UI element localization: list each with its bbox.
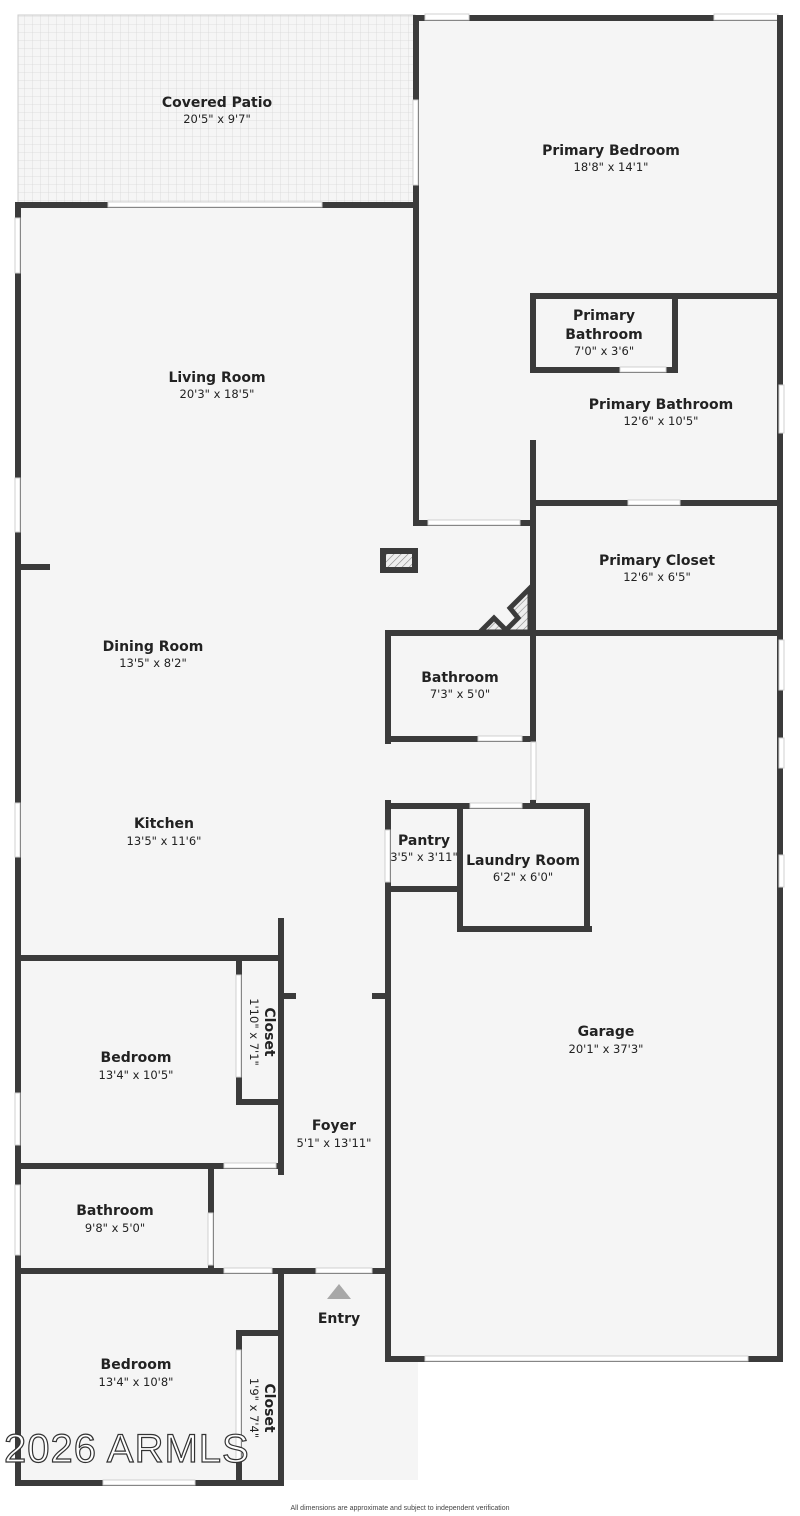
room-dims-bedroom-2: 13'4" x 10'8": [99, 1375, 174, 1389]
room-dims-primary-closet: 12'6" x 6'5": [623, 570, 691, 584]
walls: [14, 13, 785, 1486]
room-dims-bathroom-hall: 7'3" x 5'0": [430, 687, 490, 701]
room-dims-closet-2: 1'9" x 7'4": [247, 1378, 261, 1438]
room-name-primary-bathroom-small-1: Primary: [573, 308, 635, 324]
room-name-primary-bathroom: Primary Bathroom: [589, 397, 733, 413]
room-name-primary-bathroom-small-2: Bathroom: [565, 327, 643, 343]
room-name-garage: Garage: [578, 1024, 635, 1040]
room-name-kitchen: Kitchen: [134, 816, 194, 832]
room-name-foyer: Foyer: [312, 1118, 356, 1134]
floors: [17, 14, 780, 1482]
room-name-covered-patio: Covered Patio: [162, 95, 273, 111]
room-dims-covered-patio: 20'5" x 9'7": [183, 112, 251, 126]
patio-floor: [17, 14, 416, 206]
entry-label: Entry: [318, 1311, 360, 1327]
footer-note: All dimensions are approximate and subje…: [290, 1505, 509, 1512]
room-dims-primary-bathroom-small: 7'0" x 3'6": [574, 344, 634, 358]
watermark: 2026 ARMLS: [4, 1427, 250, 1471]
room-dims-bathroom-2: 9'8" x 5'0": [85, 1221, 145, 1235]
room-dims-primary-bedroom: 18'8" x 14'1": [574, 160, 649, 174]
entry-arrow-icon: [327, 1284, 351, 1299]
room-name-dining-room: Dining Room: [103, 639, 204, 655]
room-name-primary-closet: Primary Closet: [599, 553, 715, 569]
room-dims-primary-bathroom: 12'6" x 10'5": [624, 414, 699, 428]
room-name-bathroom-hall: Bathroom: [421, 670, 499, 686]
room-dims-laundry-room: 6'2" x 6'0": [493, 870, 553, 884]
room-dims-dining-room: 13'5" x 8'2": [119, 656, 187, 670]
room-labels: Covered Patio 20'5" x 9'7" Primary Bedro…: [76, 95, 733, 1438]
room-dims-garage: 20'1" x 37'3": [569, 1042, 644, 1056]
room-name-bedroom-2: Bedroom: [101, 1357, 172, 1373]
room-name-closet-2: Closet: [261, 1383, 277, 1433]
room-dims-bedroom-1: 13'4" x 10'5": [99, 1068, 174, 1082]
room-dims-foyer: 5'1" x 13'11": [297, 1136, 372, 1150]
room-name-laundry-room: Laundry Room: [466, 853, 580, 869]
room-dims-pantry: 3'5" x 3'11": [390, 850, 458, 864]
room-dims-kitchen: 13'5" x 11'6": [127, 834, 202, 848]
room-name-pantry: Pantry: [398, 833, 450, 849]
room-dims-living-room: 20'3" x 18'5": [180, 387, 255, 401]
room-dims-closet-1: 1'10" x 7'1": [247, 998, 261, 1066]
room-name-closet-1: Closet: [261, 1007, 277, 1057]
room-name-bedroom-1: Bedroom: [101, 1050, 172, 1066]
room-name-bathroom-2: Bathroom: [76, 1203, 154, 1219]
room-name-living-room: Living Room: [168, 370, 265, 386]
room-name-primary-bedroom: Primary Bedroom: [542, 143, 680, 159]
